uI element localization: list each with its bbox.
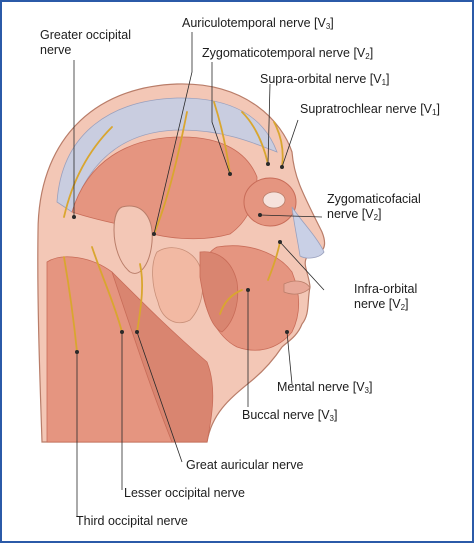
label-mental-end: ] bbox=[369, 380, 373, 394]
label-greater-occipital-line2: nerve bbox=[40, 43, 72, 57]
sternocleidomastoid bbox=[111, 271, 214, 443]
leader-lines bbox=[72, 32, 325, 517]
label-zygomaticofacial-sub: 2 bbox=[373, 213, 379, 222]
label-zygomaticotemporal-text: Zygomaticotemporal nerve [V bbox=[202, 46, 366, 60]
label-infra-orbital-line1: Infra-orbital bbox=[354, 282, 418, 296]
greater-occipital-nerve-path bbox=[63, 126, 113, 218]
label-buccal-text: Buccal nerve [V bbox=[242, 408, 330, 422]
label-supra-orbital: Supra-orbital nerve [V1] bbox=[260, 72, 390, 90]
label-supra-orbital-text: Supra-orbital nerve [V bbox=[260, 72, 382, 86]
label-third-occipital-text: Third occipital nerve bbox=[76, 514, 188, 528]
third-occipital-nerve-path bbox=[63, 256, 78, 353]
label-greater-occipital: Greater occipital nerve bbox=[40, 28, 131, 58]
buccal-nerve-path bbox=[219, 289, 243, 315]
parotid-gland bbox=[152, 247, 204, 324]
label-zygomaticofacial-end: ] bbox=[378, 207, 382, 221]
label-auriculotemporal-end: ] bbox=[330, 16, 334, 30]
lips bbox=[283, 280, 311, 295]
label-supratrochlear-text: Supratrochlear nerve [V bbox=[300, 102, 433, 116]
auriculotemporal-nerve-path bbox=[153, 111, 188, 235]
label-zygomaticotemporal: Zygomaticotemporal nerve [V2] bbox=[202, 46, 373, 64]
zygomaticotemporal-nerve-path bbox=[213, 101, 231, 175]
label-zygomaticofacial-line1: Zygomaticofacial bbox=[327, 192, 421, 206]
nose bbox=[291, 206, 325, 259]
label-third-occipital: Third occipital nerve bbox=[76, 514, 188, 529]
label-zygomaticotemporal-sub: 2 bbox=[365, 52, 370, 61]
ear bbox=[113, 205, 153, 274]
label-great-auricular: Great auricular nerve bbox=[186, 458, 303, 473]
label-buccal-end: ] bbox=[334, 408, 338, 422]
label-zygomaticofacial-line2: nerve [V2] bbox=[327, 207, 421, 225]
label-supratrochlear-end: ] bbox=[436, 102, 440, 116]
label-zygomaticofacial: Zygomaticofacial nerve [V2] bbox=[327, 192, 421, 225]
label-greater-occipital-line1: Greater occipital bbox=[40, 28, 132, 42]
lesser-occipital-nerve-path bbox=[91, 246, 123, 333]
label-auriculotemporal: Auriculotemporal nerve [V3] bbox=[182, 16, 334, 34]
eye bbox=[262, 191, 286, 209]
masseter bbox=[199, 251, 239, 333]
label-supra-orbital-end: ] bbox=[386, 72, 390, 86]
label-mental: Mental nerve [V3] bbox=[277, 380, 372, 398]
label-buccal-sub: 3 bbox=[329, 414, 334, 423]
supra-orbital-nerve-path bbox=[241, 111, 269, 165]
label-supra-orbital-sub: 1 bbox=[381, 78, 387, 87]
label-great-auricular-text: Great auricular nerve bbox=[186, 458, 304, 472]
label-mental-sub: 3 bbox=[364, 386, 369, 395]
label-zygomaticofacial-text: nerve [V bbox=[327, 207, 374, 221]
label-mental-text: Mental nerve [V bbox=[277, 380, 365, 394]
label-lesser-occipital-text: Lesser occipital nerve bbox=[124, 486, 245, 500]
label-buccal: Buccal nerve [V3] bbox=[242, 408, 337, 426]
label-supratrochlear: Supratrochlear nerve [V1] bbox=[300, 102, 440, 120]
label-infra-orbital-line2: nerve [V2] bbox=[354, 297, 417, 315]
infra-orbital-nerve-path bbox=[267, 241, 281, 281]
label-auriculotemporal-sub: 3 bbox=[325, 22, 331, 31]
label-infra-orbital: Infra-orbital nerve [V2] bbox=[354, 282, 417, 315]
label-lesser-occipital: Lesser occipital nerve bbox=[124, 486, 245, 501]
label-infra-orbital-sub: 2 bbox=[400, 303, 406, 312]
label-auriculotemporal-text: Auriculotemporal nerve [V bbox=[182, 16, 326, 30]
great-auricular-nerve-path bbox=[136, 263, 144, 333]
label-infra-orbital-end: ] bbox=[405, 297, 409, 311]
label-infra-orbital-text: nerve [V bbox=[354, 297, 401, 311]
supratrochlear-nerve-path bbox=[273, 121, 284, 168]
label-supratrochlear-sub: 1 bbox=[432, 108, 437, 117]
label-zygomaticotemporal-end: ] bbox=[369, 46, 374, 60]
